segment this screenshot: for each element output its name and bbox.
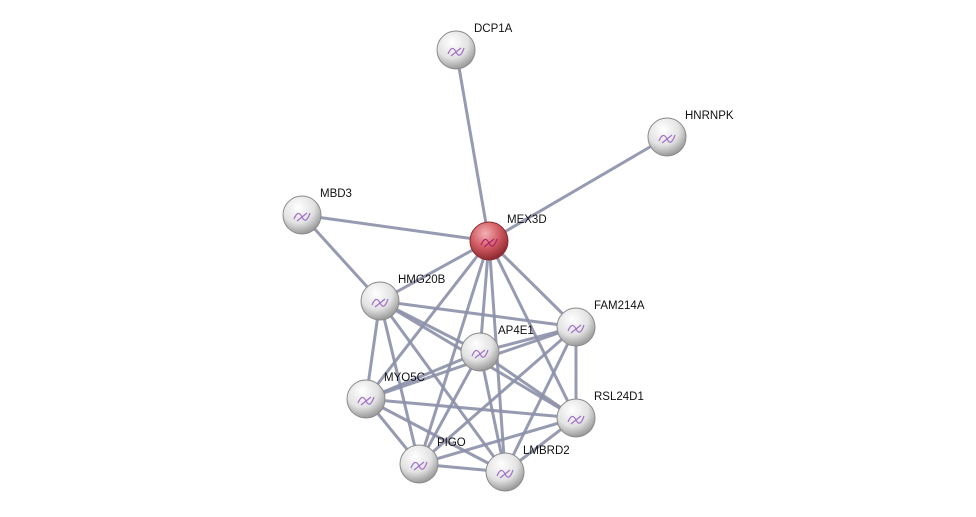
node-label: AP4E1	[498, 325, 534, 337]
edge-mbd3-mex3d[interactable]	[301, 213, 490, 243]
node-label: FAM214A	[594, 300, 645, 312]
protein-structure-icon	[496, 469, 514, 479]
node-fam214a[interactable]: FAM214A	[556, 300, 645, 347]
node-sphere[interactable]	[469, 221, 509, 261]
node-sphere[interactable]	[282, 195, 322, 235]
node-label: MYO5C	[384, 372, 425, 384]
node-lmbrd2[interactable]: LMBRD2	[485, 445, 570, 492]
protein-structure-icon	[410, 461, 428, 471]
edge-myo5c-lmbrd2[interactable]	[365, 397, 506, 474]
node-sphere[interactable]	[647, 117, 687, 157]
node-sphere[interactable]	[436, 30, 476, 70]
node-rsl24d1[interactable]: RSL24D1	[556, 391, 644, 438]
edge-pigo-rsl24d1[interactable]	[418, 416, 577, 466]
edge-mex3d-rsl24d1[interactable]	[487, 240, 578, 419]
node-mex3d[interactable]: MEX3D	[469, 214, 547, 261]
node-sphere[interactable]	[460, 332, 500, 372]
node-sphere[interactable]	[556, 398, 596, 438]
node-label: RSL24D1	[594, 391, 644, 403]
node-label: MEX3D	[507, 214, 547, 226]
protein-structure-icon	[567, 415, 585, 425]
edge-myo5c-rsl24d1[interactable]	[365, 397, 577, 420]
edge-fam214a-lmbrd2[interactable]	[503, 326, 578, 473]
protein-structure-icon	[371, 298, 389, 308]
edge-mex3d-pigo[interactable]	[417, 240, 491, 465]
edge-hmg20b-fam214a[interactable]	[379, 299, 577, 329]
edge-hmg20b-pigo[interactable]	[378, 300, 421, 465]
edge-mex3d-fam214a[interactable]	[487, 239, 578, 329]
protein-structure-icon	[293, 212, 311, 222]
protein-structure-icon	[357, 396, 375, 406]
edge-hnrnpk-mex3d[interactable]	[488, 135, 668, 243]
node-sphere[interactable]	[485, 452, 525, 492]
protein-structure-icon	[447, 47, 465, 57]
node-label: PIGO	[437, 437, 466, 449]
protein-structure-icon	[567, 324, 585, 334]
protein-structure-icon	[658, 134, 676, 144]
node-dcp1a[interactable]: DCP1A	[436, 23, 513, 70]
node-myo5c[interactable]: MYO5C	[346, 372, 425, 419]
node-hnrnpk[interactable]: HNRNPK	[647, 110, 734, 157]
node-hmg20b[interactable]: HMG20B	[360, 274, 446, 321]
node-label: LMBRD2	[523, 445, 570, 457]
edge-dcp1a-mex3d[interactable]	[454, 49, 491, 242]
node-sphere[interactable]	[360, 281, 400, 321]
node-pigo[interactable]: PIGO	[399, 437, 466, 484]
protein-structure-icon	[471, 349, 489, 359]
node-sphere[interactable]	[556, 307, 596, 347]
protein-structure-icon	[480, 238, 498, 248]
node-label: HMG20B	[398, 274, 446, 286]
node-ap4e1[interactable]: AP4E1	[460, 325, 534, 372]
node-sphere[interactable]	[346, 379, 386, 419]
edge-mex3d-myo5c[interactable]	[364, 240, 491, 400]
node-mbd3[interactable]: MBD3	[282, 188, 352, 235]
node-label: DCP1A	[474, 23, 513, 35]
node-label: MBD3	[320, 188, 352, 200]
node-label: HNRNPK	[685, 110, 734, 122]
edge-mex3d-hmg20b[interactable]	[379, 239, 490, 303]
edge-ap4e1-lmbrd2[interactable]	[478, 351, 507, 473]
node-sphere[interactable]	[399, 444, 439, 484]
